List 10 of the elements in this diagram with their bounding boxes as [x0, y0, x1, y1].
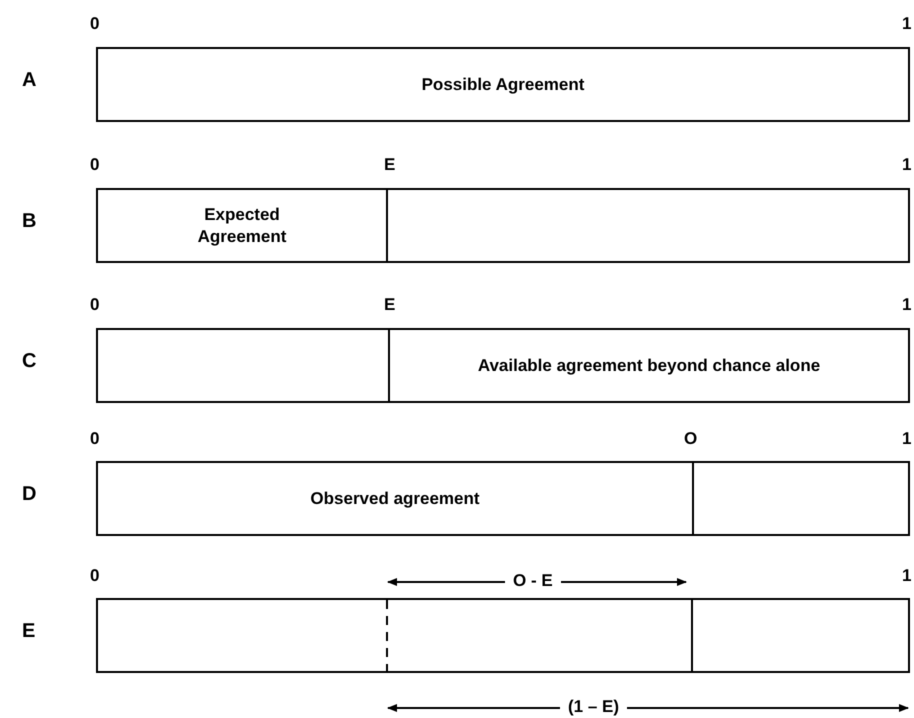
segment-label: Possible Agreement	[422, 74, 584, 96]
agreement-bar	[96, 598, 910, 673]
segment-label: Observed agreement	[310, 488, 480, 510]
agreement-bar	[96, 47, 910, 122]
segment-label: Expected Agreement	[196, 204, 288, 248]
dimension-label: (1 – E)	[560, 697, 628, 717]
agreement-bar	[96, 328, 910, 403]
segment-label: Available agreement beyond chance alone	[478, 354, 820, 376]
agreement-bar	[96, 461, 910, 536]
agreement-bar	[96, 188, 910, 263]
